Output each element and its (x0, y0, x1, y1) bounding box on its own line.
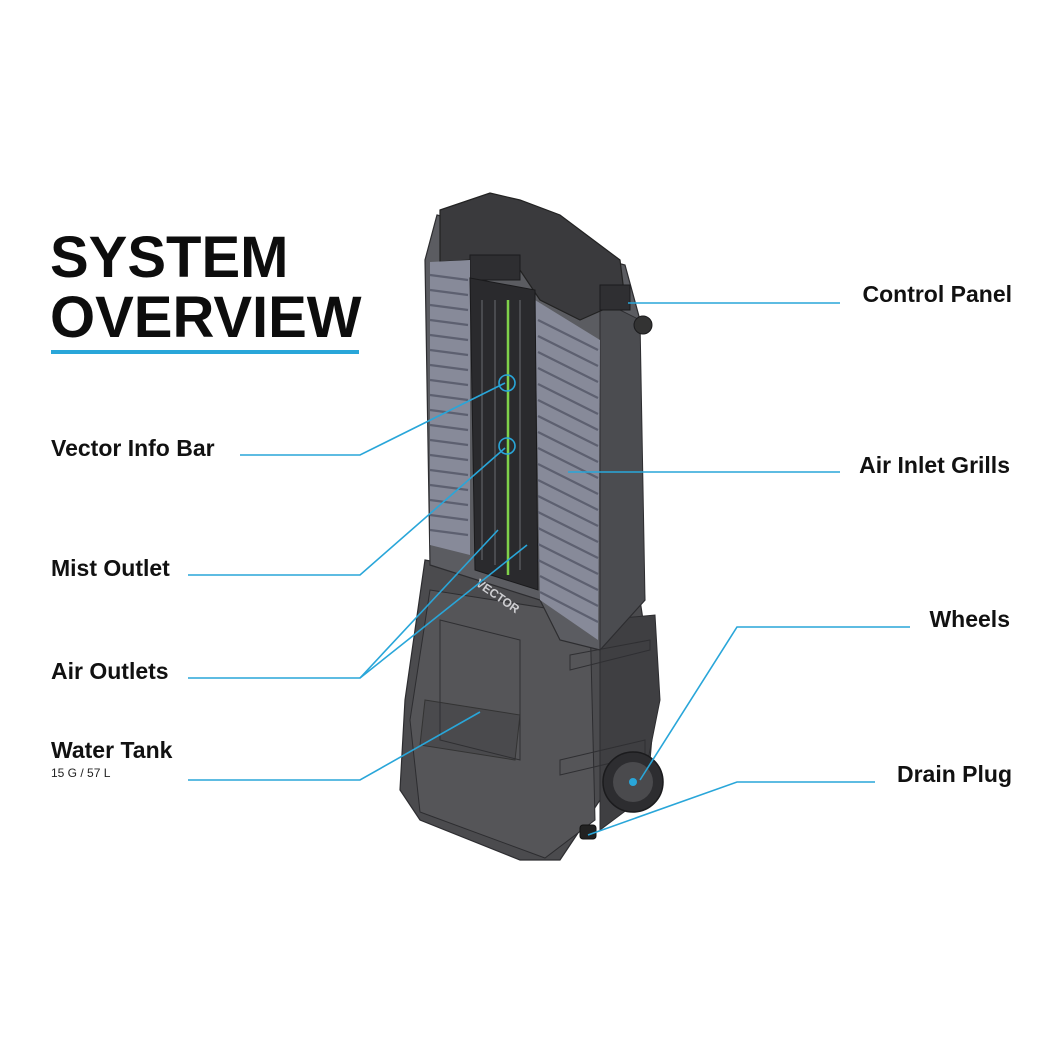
title-underline (51, 350, 359, 354)
label-wheels: Wheels (929, 606, 1010, 632)
label-drain-plug: Drain Plug (896, 761, 1012, 787)
leader-line-drain-plug (587, 781, 875, 836)
leader-line-vector-info-bar (240, 382, 506, 456)
wheel (602, 751, 664, 813)
label-control-panel: Control Panel (862, 281, 1012, 307)
air-outlet-channel (469, 277, 539, 591)
label-air-inlet-grills: Air Inlet Grills (859, 452, 1010, 478)
callout-circle-info-bar (498, 374, 516, 392)
leader-line-wheels (639, 626, 910, 781)
label-air-outlets: Air Outlets (51, 658, 169, 684)
air-inlet-grills (429, 260, 600, 640)
label-water-tank: Water Tank (51, 737, 173, 763)
leader-line-mist-outlet (188, 447, 506, 576)
callout-circle-mist-outlet (498, 437, 516, 455)
page-title-line-1: SYSTEM (50, 225, 289, 290)
leader-line-air-outlets-b (359, 544, 528, 679)
leader-line-water-tank (188, 711, 481, 781)
page-title: SYSTEM OVERVIEW (50, 228, 362, 348)
drain-plug (579, 824, 597, 840)
label-vector-info-bar: Vector Info Bar (51, 435, 215, 461)
label-mist-outlet: Mist Outlet (51, 555, 170, 581)
label-water-tank-capacity: 15 G / 57 L (51, 766, 111, 780)
page-title-line-2: OVERVIEW (50, 285, 362, 350)
